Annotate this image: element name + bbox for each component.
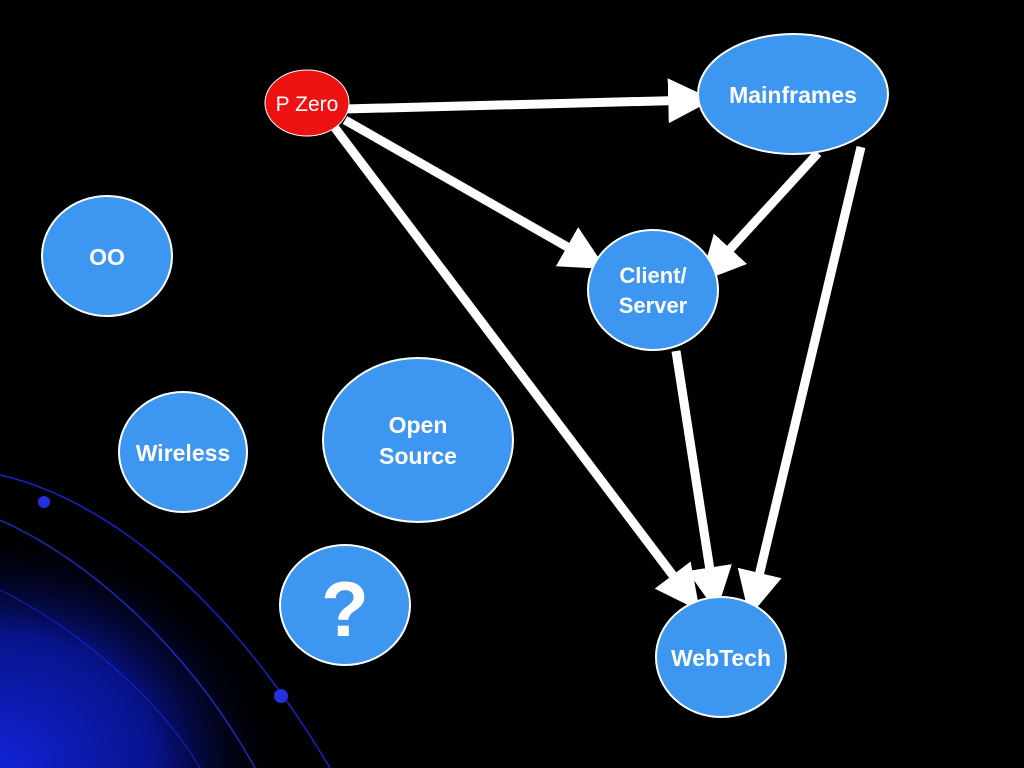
arrow-clientserver-to-webtech: [671, 350, 732, 613]
node-label-line2: Server: [619, 293, 688, 318]
arrow-pzero-to-clientserver: [342, 116, 607, 270]
node-mainframes[interactable]: Mainframes: [697, 33, 889, 155]
arrow-mainframes-to-webtech: [737, 145, 866, 617]
node-oo[interactable]: OO: [41, 195, 173, 317]
arrow-mainframes-to-clientserver: [700, 149, 822, 282]
node-client-server[interactable]: Client/ Server: [587, 229, 719, 351]
arrow-pzero-to-webtech: [331, 125, 700, 611]
node-label-line1: Open: [389, 412, 448, 438]
arrow-pzero-to-mainframes: [344, 78, 714, 124]
node-label: Wireless: [136, 440, 230, 466]
node-label: Mainframes: [729, 82, 857, 108]
node-label: P Zero: [276, 93, 339, 116]
node-pzero[interactable]: P Zero: [264, 69, 350, 137]
node-label-line2: Source: [379, 443, 457, 469]
node-label-line1: Client/: [619, 263, 686, 288]
edges: [331, 78, 866, 617]
background-decoration: [0, 445, 380, 768]
node-unknown[interactable]: ?: [279, 544, 411, 666]
node-label: OO: [89, 244, 125, 270]
node-open-source[interactable]: Open Source: [322, 357, 514, 523]
node-label: WebTech: [671, 645, 771, 671]
question-mark: ?: [321, 565, 369, 653]
node-webtech[interactable]: WebTech: [655, 596, 787, 718]
node-wireless[interactable]: Wireless: [118, 391, 248, 513]
